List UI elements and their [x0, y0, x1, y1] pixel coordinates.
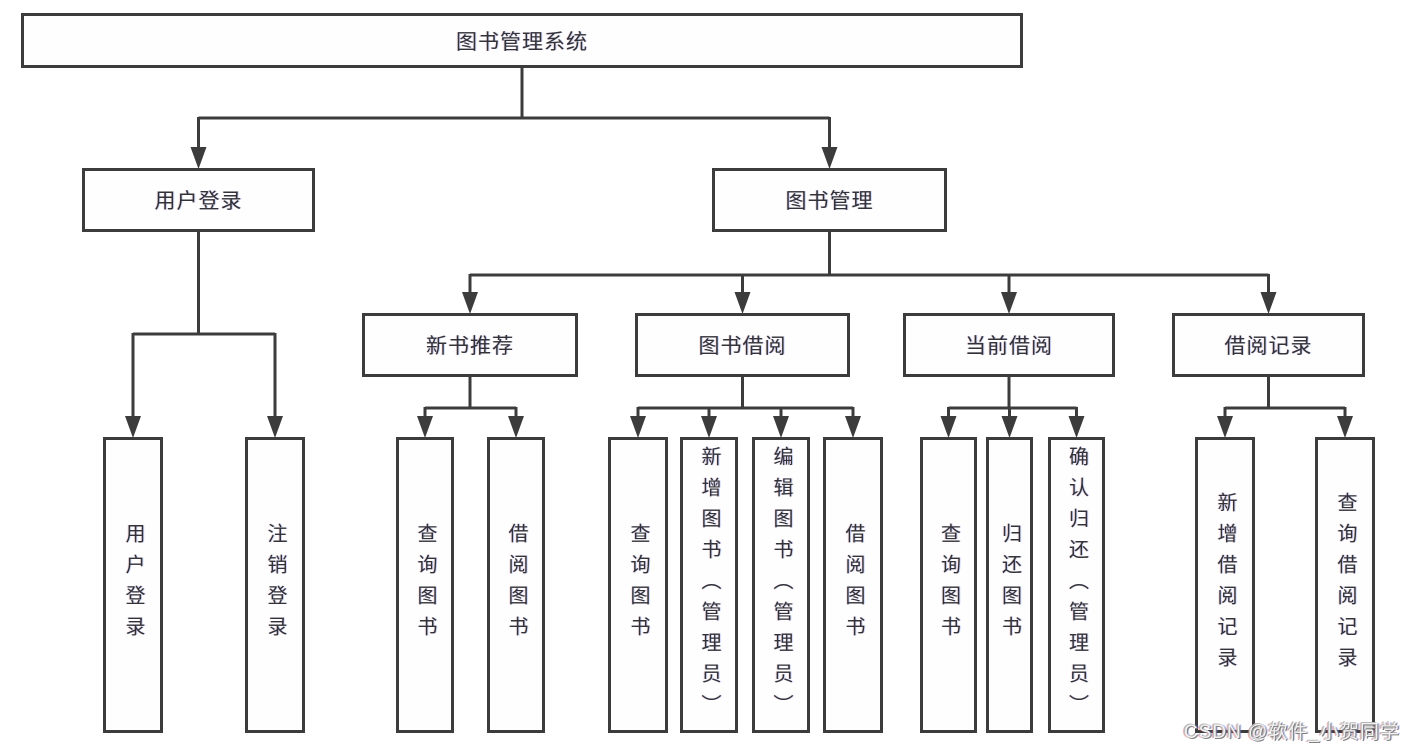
leaf-label: 查询图书: [627, 523, 649, 647]
leaf-label: 用户登录: [122, 523, 144, 647]
leaf-add-book-admin: 新增图书（管理员）: [680, 437, 738, 733]
leaf-label: 确认归还（管理员）: [1065, 445, 1088, 725]
leaf-confirm-return-admin: 确认归还（管理员）: [1048, 437, 1105, 733]
leaf-label: 编辑图书（管理员）: [770, 445, 792, 725]
leaf-query-books-3: 查询图书: [920, 437, 977, 733]
leaf-user-login: 用户登录: [103, 437, 163, 733]
leaf-label: 借阅图书: [842, 523, 864, 647]
node-book-management-branch: 图书管理: [712, 168, 947, 232]
node-user-login-branch: 用户登录: [82, 168, 315, 232]
node-current-borrowing: 当前借阅: [903, 313, 1115, 377]
leaf-label: 借阅图书: [505, 523, 527, 647]
leaf-label: 注销登录: [264, 523, 286, 647]
leaf-query-books-2: 查询图书: [608, 437, 668, 733]
leaf-label: 查询图书: [937, 523, 960, 647]
leaf-query-books-1: 查询图书: [396, 437, 454, 733]
csdn-watermark: CSDN @软件_小贺同学: [1184, 722, 1400, 743]
leaf-label: 新增图书（管理员）: [698, 445, 720, 725]
leaf-edit-book-admin: 编辑图书（管理员）: [752, 437, 810, 733]
leaf-return-books: 归还图书: [986, 437, 1033, 733]
leaf-logout: 注销登录: [245, 437, 305, 733]
leaf-add-borrow-record: 新增借阅记录: [1195, 437, 1255, 733]
leaf-label: 归还图书: [998, 523, 1021, 647]
node-book-borrowing: 图书借阅: [635, 313, 850, 377]
leaf-label: 查询图书: [414, 523, 436, 647]
leaf-borrow-books-2: 借阅图书: [823, 437, 883, 733]
node-new-book-recommend: 新书推荐: [362, 313, 578, 377]
leaf-query-borrow-record: 查询借阅记录: [1315, 437, 1375, 733]
node-borrowing-records: 借阅记录: [1172, 313, 1365, 377]
node-root: 图书管理系统: [21, 13, 1023, 68]
leaf-label: 查询借阅记录: [1334, 492, 1356, 678]
leaf-borrow-books-1: 借阅图书: [487, 437, 545, 733]
leaf-label: 新增借阅记录: [1214, 492, 1236, 678]
